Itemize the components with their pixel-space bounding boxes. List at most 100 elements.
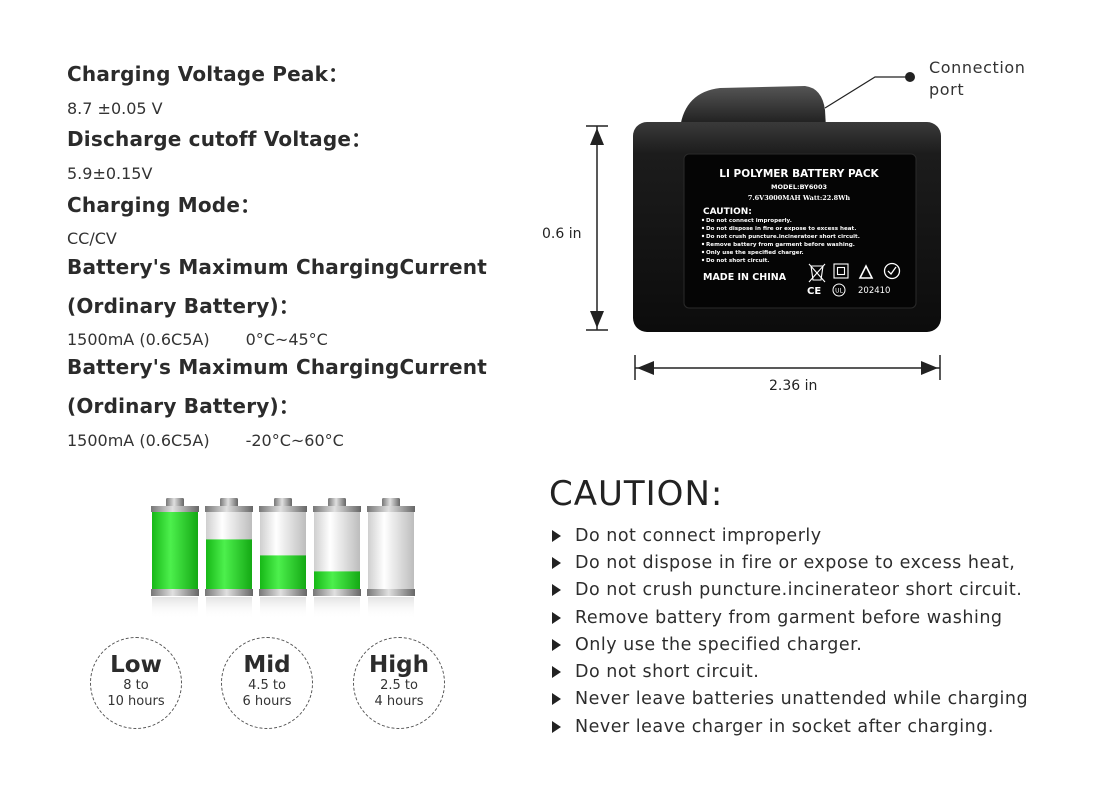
spec-value-charging-mode: CC/CV: [67, 229, 117, 248]
battery-charge-fill: [260, 555, 306, 589]
battery-level-cell: [151, 498, 199, 619]
connection-port-label-line1: Connection: [929, 58, 1026, 77]
spec-value-max-current-1: 1500mA (0.6C5A) 0°C~45°C: [67, 330, 328, 349]
spec-heading-max-current-1-line2: (Ordinary Battery)：: [67, 294, 300, 318]
runtime-badge-mid-line2: 6 hours: [242, 694, 292, 709]
ul-mark-icon: [832, 283, 846, 297]
label-caution-item: Only use the specified charger.: [706, 250, 804, 256]
caution-item-text: Do not short circuit.: [575, 662, 760, 683]
battery-top-band: [259, 506, 307, 512]
runtime-badge-low-line1: 8 to: [123, 678, 149, 693]
battery-bottom-band: [151, 589, 199, 596]
caution-item: Do not dispose in fire or expose to exce…: [550, 549, 1028, 576]
connection-port-leader: [824, 76, 910, 109]
runtime-badge-mid-line1: 4.5 to: [248, 678, 286, 693]
caution-item-text: Never leave charger in socket after char…: [575, 716, 994, 737]
ce-mark-icon: CE: [807, 286, 821, 297]
connection-port-label-line2: port: [929, 80, 965, 99]
spec-value-max-current-2: 1500mA (0.6C5A) -20°C~60°C: [67, 431, 344, 450]
caution-title: CAUTION:: [549, 474, 724, 514]
spec-heading-charging-voltage-peak: Charging Voltage Peak：: [67, 62, 349, 86]
battery-pack-illustration: 0.6 in 2.36 in LI POLYMER BATTERY PACK M…: [542, 72, 941, 394]
triangle-bullet-icon: [552, 666, 561, 679]
runtime-badge-high-line1: 2.5 to: [380, 678, 418, 693]
height-dim-arrow-bottom: [590, 311, 604, 328]
battery-terminal: [382, 498, 400, 507]
width-dim-arrow-right: [921, 361, 938, 375]
triangle-bullet-icon: [552, 584, 561, 597]
connection-port-dot: [905, 72, 915, 82]
runtime-badge-low-line2: 10 hours: [107, 694, 165, 709]
label-rating: 7.6V3000MAH Watt:22.8Wh: [748, 194, 851, 202]
caution-item: Only use the specified charger.: [550, 631, 1028, 658]
battery-level-cell: [367, 498, 415, 619]
width-dim-label: 2.36 in: [769, 378, 817, 394]
battery-reflection: [314, 597, 360, 619]
battery-level-cell: [259, 498, 307, 619]
check-circle-icon: [883, 262, 901, 280]
spec-temp-2: -20°C~60°C: [245, 431, 344, 450]
triangle-bullet-icon: [552, 529, 561, 542]
triangle-bullet-icon: [552, 556, 561, 569]
battery-reflection: [152, 597, 198, 619]
connection-port-bump: [680, 86, 826, 128]
caution-item-text: Only use the specified charger.: [575, 634, 863, 655]
runtime-badge-high: High 2.5 to 4 hours: [353, 637, 445, 729]
battery-bottom-band: [259, 589, 307, 596]
triangle-bullet-icon: [552, 693, 561, 706]
battery-top-band: [367, 506, 415, 512]
battery-bottom-band: [205, 589, 253, 596]
spec-heading-max-current-2-line1: Battery's Maximum ChargingCurrent: [67, 355, 487, 379]
label-made-in: MADE IN CHINA: [703, 272, 787, 283]
caution-item: Never leave charger in socket after char…: [550, 713, 1028, 740]
spec-current-2: 1500mA (0.6C5A): [67, 431, 210, 450]
battery-charge-fill: [152, 509, 198, 589]
spec-temp-1: 0°C~45°C: [245, 330, 328, 349]
battery-terminal: [220, 498, 238, 507]
caution-item-text: Do not crush puncture.incinerateor short…: [575, 580, 1023, 601]
runtime-badge-high-title: High: [369, 652, 429, 678]
caution-item: Never leave batteries unattended while c…: [550, 686, 1028, 713]
caution-item-text: Do not connect improperly: [575, 525, 822, 546]
battery-top-band: [205, 506, 253, 512]
caution-item: Remove battery from garment before washi…: [550, 604, 1028, 631]
battery-reflection: [368, 597, 414, 619]
width-dim-arrow-left: [637, 361, 654, 375]
recycle-icon: [858, 264, 874, 279]
battery-level-cell: [313, 498, 361, 619]
label-date-code: 202410: [858, 286, 890, 296]
battery-label: [683, 153, 917, 309]
battery-reflection: [260, 597, 306, 619]
caution-item-text: Never leave batteries unattended while c…: [575, 689, 1029, 710]
caution-item: Do not connect improperly: [550, 522, 1028, 549]
runtime-badge-low-title: Low: [110, 652, 162, 678]
ul-mark-text: UL: [835, 288, 843, 295]
spec-current-1: 1500mA (0.6C5A): [67, 330, 210, 349]
battery-charge-fill: [314, 571, 360, 589]
label-caution-item: Remove battery from garment before washi…: [706, 242, 855, 248]
runtime-badge-high-line2: 4 hours: [374, 694, 424, 709]
triangle-bullet-icon: [552, 638, 561, 651]
spec-heading-discharge-cutoff: Discharge cutoff Voltage：: [67, 127, 372, 151]
label-model: MODEL:BY6003: [771, 183, 827, 191]
spec-value-charging-voltage-peak: 8.7 ±0.05 V: [67, 99, 163, 118]
class-ii-icon: [833, 263, 849, 279]
battery-terminal: [166, 498, 184, 507]
runtime-badge-mid-title: Mid: [243, 652, 291, 678]
caution-item-text: Remove battery from garment before washi…: [575, 607, 1003, 628]
triangle-bullet-icon: [552, 611, 561, 624]
caution-item: Do not short circuit.: [550, 658, 1028, 685]
connection-port-label: Connection port: [929, 57, 1026, 101]
label-caution-item: Do not crush puncture.incineratoer short…: [706, 234, 860, 240]
caution-item-text: Do not dispose in fire or expose to exce…: [575, 552, 1016, 573]
caution-list: Do not connect improperly Do not dispose…: [550, 522, 1028, 740]
height-dim-arrow-top: [590, 128, 604, 145]
battery-terminal: [328, 498, 346, 507]
battery-level-illustration: [151, 498, 415, 619]
spec-heading-max-current-1-line1: Battery's Maximum ChargingCurrent: [67, 255, 487, 279]
caution-item: Do not crush puncture.incinerateor short…: [550, 577, 1028, 604]
battery-top-band: [313, 506, 361, 512]
triangle-bullet-icon: [552, 720, 561, 733]
label-caution-item: Do not connect improperly.: [706, 218, 792, 224]
label-caution-heading: CAUTION:: [703, 207, 752, 217]
